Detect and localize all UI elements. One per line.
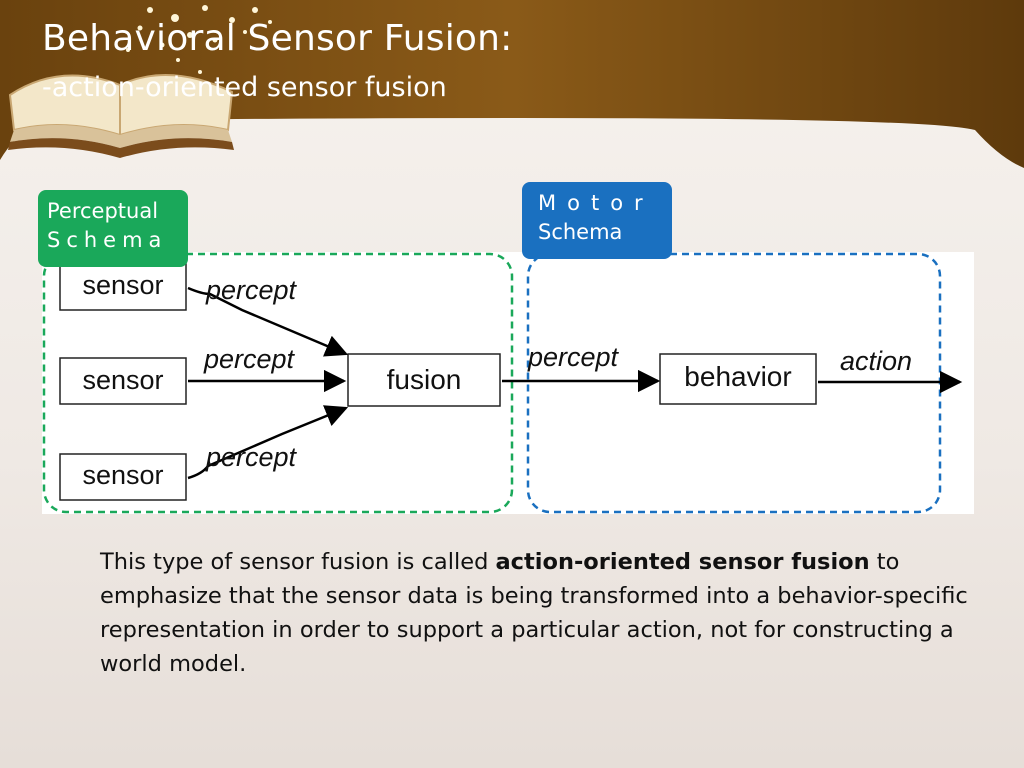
slide-title: Behavioral Sensor Fusion:: [42, 18, 513, 59]
sensor-label: sensor: [82, 365, 163, 395]
percept-arrow: [187, 286, 349, 357]
motor-schema-label: Motor Schema: [522, 182, 672, 259]
perceptual-schema-line1: Perceptual: [47, 199, 159, 223]
header-banner: [0, 0, 1024, 168]
diagram-canvas: sensor sensor sensor fusion behavior per…: [42, 252, 963, 514]
percept-label: percept: [203, 344, 296, 374]
percept-arrow: [187, 405, 349, 480]
open-book-icon: [8, 5, 272, 158]
body-rest: to emphasize that the sensor data is bei…: [100, 549, 968, 677]
body-intro: This type of sensor fusion is called: [100, 549, 496, 575]
body-emphasis: action-oriented sensor fusion: [495, 549, 870, 575]
motor-schema-line2: Schema: [538, 220, 623, 244]
perceptual-schema-region: [42, 252, 514, 514]
sensor-box: [59, 263, 187, 311]
motor-schema-line1: Motor: [538, 191, 654, 215]
sensor-label: sensor: [82, 270, 163, 300]
behavior-box: [659, 353, 817, 405]
perceptual-schema-label: Perceptual Schema: [38, 190, 188, 267]
body-paragraph: This type of sensor fusion is called act…: [100, 545, 980, 681]
fusion-box: [347, 353, 501, 407]
sensor-label: sensor: [82, 460, 163, 490]
sensor-box: [59, 453, 187, 501]
sensor-box: [59, 357, 187, 405]
slide-header: Behavioral Sensor Fusion: -action-orient…: [0, 0, 1024, 175]
percept-label: percept: [527, 342, 620, 372]
percept-label: percept: [205, 442, 298, 472]
fusion-label: fusion: [387, 364, 462, 395]
action-label: action: [840, 346, 912, 376]
behavior-label: behavior: [684, 361, 791, 392]
percept-label: percept: [205, 275, 298, 305]
slide-subtitle: -action-oriented sensor fusion: [42, 72, 447, 103]
perceptual-schema-line2: Schema: [47, 228, 168, 252]
sensor-fusion-diagram: sensor sensor sensor fusion behavior per…: [42, 252, 974, 514]
